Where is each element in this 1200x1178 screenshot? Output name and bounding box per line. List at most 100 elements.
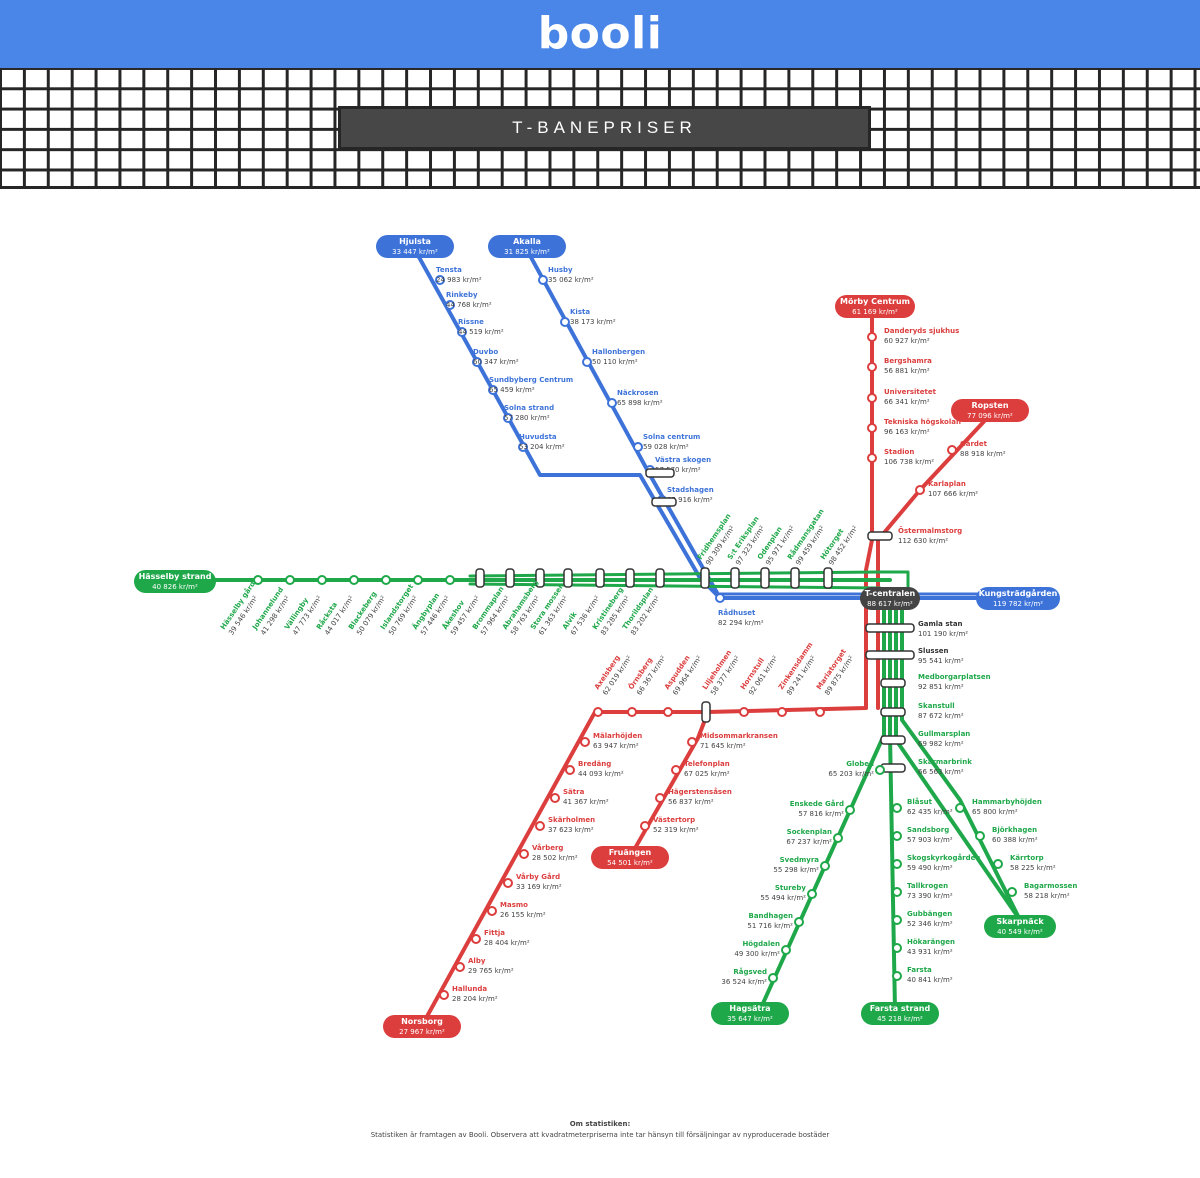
station-hallonbergen [582,357,592,367]
station-name: Svedmyra [780,856,820,864]
station-label-skarmarbrink: Skärmarbrink 66 563 kr/m² [918,758,972,776]
station-price: 57 570 kr/m² [655,466,701,474]
terminal-hjulsta [376,235,454,258]
station-price: 59 028 kr/m² [643,443,689,451]
station-label-rinkeby: Rinkeby 44 768 kr/m² [446,291,492,309]
station-name: Sockenplan [787,828,832,836]
interchange-marker [701,701,711,723]
station-price: 44 519 kr/m² [458,328,504,336]
station-price: 28 404 kr/m² [484,939,530,947]
station-hammarbyhojden [955,803,965,813]
station-karrtorp [993,859,1003,869]
station-price: 40 841 kr/m² [907,976,953,984]
station-price: 57 280 kr/m² [504,414,550,422]
station-vastertorp [640,821,650,831]
terminal-ropsten [951,399,1029,422]
track-line [525,248,722,600]
station-price: 96 163 kr/m² [884,428,930,436]
station-price: 36 524 kr/m² [721,978,767,986]
terminal-price: 35 647 kr/m² [727,1015,773,1023]
station-axelsberg [593,707,603,717]
station-name: Gärdet [960,440,988,448]
terminal-hagsatra [711,1002,789,1025]
station-price: 107 666 kr/m² [928,490,978,498]
terminal-name: Akalla [513,237,541,246]
station-varberg [519,849,529,859]
track-line [900,598,1022,922]
interchange-marker [595,568,605,588]
station-price: 82 294 kr/m² [718,619,764,627]
booli-logo[interactable]: booli [537,8,663,59]
station-price: 66 563 kr/m² [918,768,964,776]
station-stadion [867,453,877,463]
tile-pattern-border [0,186,1200,189]
station-price: 52 346 kr/m² [907,920,953,928]
station-danderyds-sjukhus [867,332,877,342]
station-name: Globen [846,760,874,768]
terminal-price: 119 782 kr/m² [993,600,1043,608]
station-husby [538,275,548,285]
station-price: 58 218 kr/m² [1024,892,1070,900]
station-price: 112 630 kr/m² [898,537,948,545]
station-name: Kista [570,308,590,316]
station-name: Gullmarsplan [918,730,970,738]
station-name: Midsommarkransen [700,732,778,740]
station-gardet [947,445,957,455]
station-nackrosen [607,398,617,408]
interchange-marker [760,567,770,589]
station-stureby [807,889,817,899]
station-skarholmen [535,821,545,831]
station-price: 62 435 kr/m² [907,808,953,816]
station-bredang [565,765,575,775]
station-price: 38 173 kr/m² [570,318,616,326]
station-price: 44 768 kr/m² [446,301,492,309]
terminal-kungstradgarden [976,587,1060,610]
station-name: Husby [548,266,573,274]
station-name: Medborgarplatsen [918,673,991,681]
station-name: Skärmarbrink [918,758,972,766]
station-name: Björkhagen [992,826,1037,834]
station-name: Rinkeby [446,291,478,299]
station-duvbo [472,357,482,367]
station-price: 73 390 kr/m² [907,892,953,900]
station-farsta [892,971,902,981]
station-name: Bredäng [578,760,611,768]
terminal-name: Hässelby strand [139,572,212,581]
station-label-bjorkhagen: Björkhagen 60 388 kr/m² [992,826,1038,844]
station-islandstorget [413,575,423,585]
station-name: Fittja [484,929,505,937]
station-rissne [457,327,467,337]
station-name: Stureby [775,884,807,892]
terminal-name: T-centralen [865,589,916,598]
station-price: 43 931 kr/m² [907,948,953,956]
station-price: 29 765 kr/m² [468,967,514,975]
terminal-fruangen [591,846,669,869]
terminal-name: Skarpnäck [996,917,1044,926]
station-price: 60 388 kr/m² [992,836,1038,844]
station-price: 57 903 kr/m² [907,836,953,844]
station-name: Bandhagen [748,912,793,920]
station-price: 95 541 kr/m² [918,657,964,665]
terminal-norsborg [383,1015,461,1038]
station-blackeberg [381,575,391,585]
station-name: Masmo [500,901,528,909]
